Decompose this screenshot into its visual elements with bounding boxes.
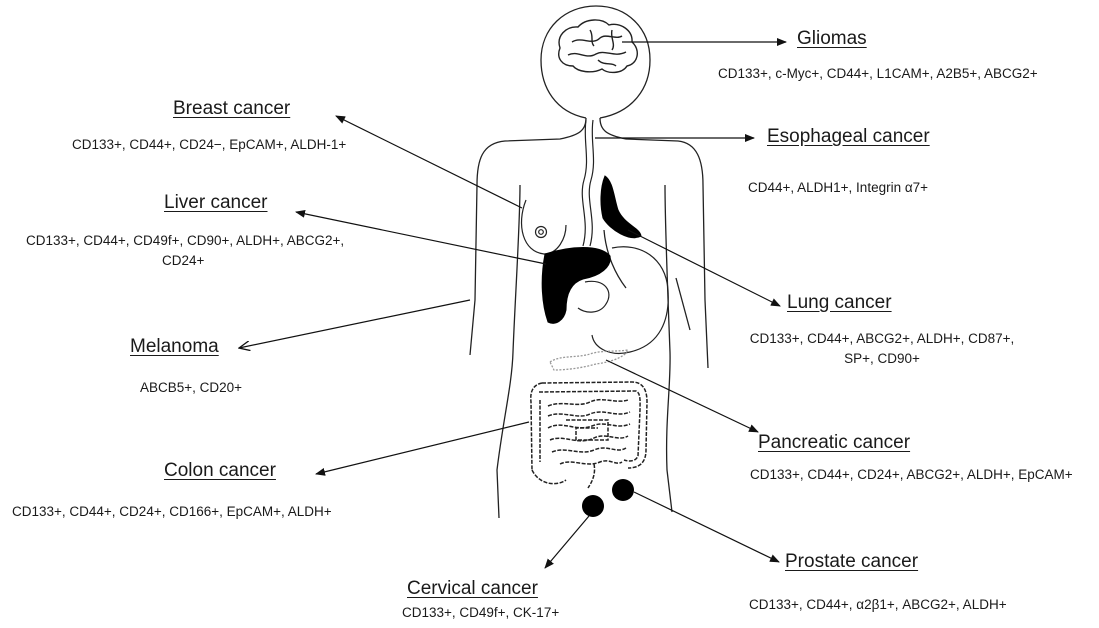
prostate-cancer-markers: CD133+, CD44+, α2β1+, ABCG2+, ALDH+: [749, 595, 1007, 615]
prostate: [612, 479, 634, 501]
esophageal-cancer-title: Esophageal cancer: [767, 126, 930, 148]
gliomas-title: Gliomas: [797, 28, 867, 50]
liver-cancer-markers-line-2: CD24+: [26, 251, 344, 271]
liver-cancer-title: Liver cancer: [164, 192, 268, 214]
colon-cancer-title: Colon cancer: [164, 460, 276, 482]
pancreatic-cancer-arrow: [606, 360, 758, 432]
cervical-cancer-title: Cervical cancer: [407, 578, 538, 600]
cervical-cancer-arrow: [545, 516, 589, 568]
lung-cancer-title: Lung cancer: [787, 292, 892, 314]
cervical-cancer-markers: CD133+, CD49f+, CK-17+: [402, 603, 559, 623]
liver-cancer-markers: CD133+, CD44+, CD49f+, CD90+, ALDH+, ABC…: [26, 231, 344, 271]
pancreatic-cancer-markers: CD133+, CD44+, CD24+, ABCG2+, ALDH+, EpC…: [750, 465, 1073, 485]
arrows: [239, 42, 786, 568]
esophageal-cancer-markers: CD44+, ALDH1+, Integrin α7+: [748, 178, 928, 198]
melanoma-arrow: [239, 300, 470, 348]
breast-cancer-markers: CD133+, CD44+, CD24−, EpCAM+, ALDH-1+: [72, 135, 346, 155]
lung: [601, 176, 641, 238]
lung-cancer-markers-line-1: CD133+, CD44+, ABCG2+, ALDH+, CD87+,: [734, 329, 1030, 349]
pancreatic-cancer-title: Pancreatic cancer: [758, 432, 910, 454]
brain: [559, 20, 638, 72]
lung-cancer-markers-line-2: SP+, CD90+: [734, 349, 1030, 369]
liver: [542, 248, 610, 324]
liver-cancer-markers-line-1: CD133+, CD44+, CD49f+, CD90+, ALDH+, ABC…: [26, 231, 344, 251]
lung-cancer-markers: CD133+, CD44+, ABCG2+, ALDH+, CD87+, SP+…: [734, 329, 1030, 369]
breast: [522, 200, 566, 254]
breast-cancer-arrow: [336, 116, 522, 208]
colon-cancer-markers: CD133+, CD44+, CD24+, CD166+, EpCAM+, AL…: [12, 502, 332, 522]
gliomas-markers: CD133+, c-Myc+, CD44+, L1CAM+, A2B5+, AB…: [718, 64, 1038, 84]
prostate-cancer-title: Prostate cancer: [785, 551, 918, 573]
melanoma-title: Melanoma: [130, 336, 219, 358]
cervix: [582, 495, 604, 517]
melanoma-markers: ABCB5+, CD20+: [140, 378, 242, 398]
esophagus: [582, 120, 593, 246]
prostate-cancer-arrow: [634, 492, 779, 562]
intestines: [531, 382, 647, 488]
breast-cancer-title: Breast cancer: [173, 98, 290, 120]
